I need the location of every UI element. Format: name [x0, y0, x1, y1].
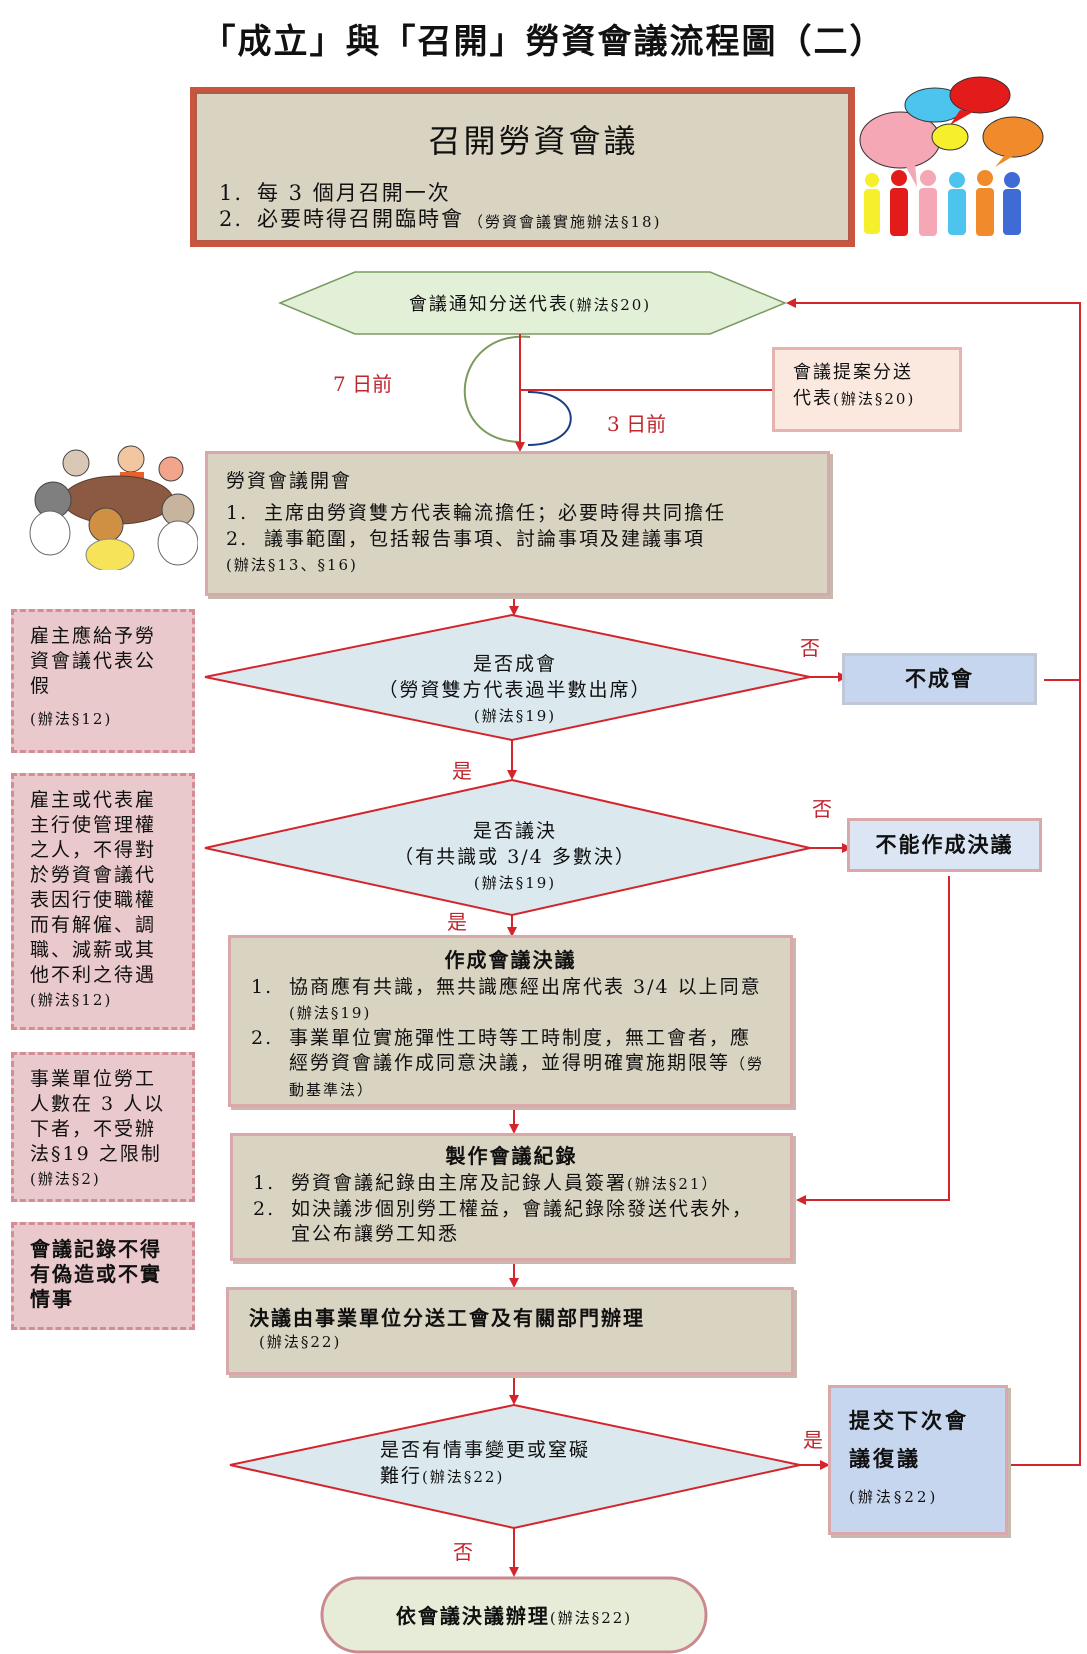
- resolution-item1-ref: (辦法§19): [289, 1004, 372, 1022]
- note-protection-text: 雇主或代表雇主行使管理權之人，不得對於勞資會議代表因行使職權而有解僱、調職、減薪…: [30, 789, 157, 986]
- resolution-item2-ref: （勞動基準法）: [289, 1055, 765, 1099]
- seven-day-label: 7 日前: [333, 372, 393, 396]
- change-line1: 是否有情事變更或窒礙: [380, 1439, 591, 1461]
- note-exemption: 事業單位勞工人數在 3 人以下者，不受辦法§19 之限制 (辦法§2): [11, 1052, 195, 1202]
- change-yes-label: 是: [803, 1428, 823, 1452]
- meeting-ref: (辦法§13、§16): [226, 556, 358, 574]
- final-ref: (辦法§22): [549, 1609, 633, 1627]
- three-day-arc: [527, 391, 572, 446]
- final-oval: [320, 1576, 708, 1654]
- minutes-heading: 製作會議紀錄: [445, 1144, 578, 1168]
- dispatch-box: 決議由事業單位分送工會及有關部門辦理 (辦法§22): [226, 1287, 794, 1375]
- resolve-line1: 是否議決: [472, 820, 557, 842]
- change-line2: 難行: [380, 1465, 423, 1487]
- notice-text: 會議通知分送代表(辦法§20): [330, 290, 730, 316]
- quorum-no-label: 否: [800, 636, 820, 660]
- meeting-box: 勞資會議開會 1. 主席由勞資雙方代表輪流擔任；必要時得共同擔任 2. 議事範圍，包…: [205, 451, 830, 596]
- top-item2: 必要時得召開臨時會: [257, 207, 464, 231]
- quorum-yes-label: 是: [452, 759, 472, 783]
- minutes-item2-num: 2.: [253, 1198, 276, 1220]
- minutes-item1-num: 1.: [253, 1172, 276, 1194]
- final-text: 依會議決議辦理(辦法§22): [322, 1600, 706, 1629]
- resolution-item2: 事業單位實施彈性工時等工時制度，無工會者，應經勞資會議作成同意決議，並得明確實施…: [289, 1027, 752, 1074]
- quorum-ref: (辦法§19): [473, 707, 557, 725]
- resolve-ref: (辦法§19): [473, 874, 557, 892]
- meeting-item1-num: 1.: [226, 502, 249, 524]
- resolve-text: 是否議決 （有共識或 3/4 多數決） (辦法§19): [345, 818, 685, 896]
- minutes-item1-ref: (辦法§21）: [627, 1175, 719, 1193]
- note-protection-ref: (辦法§12): [30, 991, 113, 1009]
- meeting-item1: 主席由勞資雙方代表輪流擔任；必要時得共同擔任: [264, 502, 727, 524]
- meeting-heading: 勞資會議開會: [226, 470, 353, 492]
- quorum-text: 是否成會 （勞資雙方代表過半數出席） (辦法§19): [330, 651, 700, 729]
- resolve-no-label: 否: [812, 797, 832, 821]
- note-leave-ref: (辦法§12): [30, 710, 113, 728]
- change-no-label: 否: [453, 1540, 473, 1564]
- proposal-line2: 代表: [793, 388, 833, 409]
- minutes-item2: 如決議涉個別勞工權益，會議紀錄除發送代表外，宜公布讓勞工知悉: [291, 1198, 754, 1245]
- quorum-line2: （勞資雙方代表過半數出席）: [378, 679, 652, 701]
- next-meeting-ref: (辦法§22): [849, 1488, 939, 1506]
- top-info-box: 召開勞資會議 1. 每 3 個月召開一次 2. 必要時得召開臨時會 （勞資會議實…: [190, 87, 855, 247]
- resolution-item1-num: 1.: [251, 976, 274, 998]
- meeting-item2-num: 2.: [226, 528, 249, 550]
- note-exemption-ref: (辦法§2): [30, 1170, 101, 1188]
- notice-ref: (辦法§20): [568, 296, 652, 314]
- note-honesty-text: 會議記錄不得有偽造或不實情事: [30, 1237, 162, 1311]
- next-meeting-line1: 提交下次會: [849, 1408, 969, 1433]
- resolution-box: 作成會議決議 1. 協商應有共識，無共識應經出席代表 3/4 以上同意 (辦法§19…: [228, 935, 793, 1107]
- note-protection: 雇主或代表雇主行使管理權之人，不得對於勞資會議代表因行使職權而有解僱、調職、減薪…: [11, 773, 195, 1030]
- no-resolution-label: 不能作成決議: [875, 832, 1014, 857]
- no-resolution-box: 不能作成決議: [847, 818, 1042, 872]
- change-ref: (辦法§22): [422, 1468, 505, 1486]
- top-item1: 每 3 個月召開一次: [257, 181, 451, 205]
- no-quorum-label: 不成會: [905, 666, 974, 691]
- note-exemption-text: 事業單位勞工人數在 3 人以下者，不受辦法§19 之限制: [30, 1068, 166, 1165]
- note-leave: 雇主應給予勞資會議代表公假 (辦法§12): [11, 609, 195, 753]
- three-day-label: 3 日前: [607, 412, 667, 436]
- proposal-line1: 會議提案分送: [793, 362, 913, 383]
- minutes-box: 製作會議紀錄 1. 勞資會議紀錄由主席及記錄人員簽署(辦法§21） 2. 如決議涉個…: [230, 1133, 793, 1261]
- minutes-item1: 勞資會議紀錄由主席及記錄人員簽署: [291, 1172, 628, 1194]
- note-honesty: 會議記錄不得有偽造或不實情事: [11, 1222, 195, 1330]
- dispatch-text: 決議由事業單位分送工會及有關部門辦理: [249, 1306, 645, 1330]
- resolve-line2: （有共識或 3/4 多數決）: [394, 846, 636, 868]
- resolve-yes-label: 是: [447, 910, 467, 934]
- note-leave-text: 雇主應給予勞資會議代表公假: [30, 625, 157, 697]
- page-title: 「成立」與「召開」勞資會議流程圖（二）: [201, 22, 886, 62]
- final-label: 依會議決議辦理: [395, 1604, 550, 1628]
- proposal-box: 會議提案分送 代表(辦法§20): [772, 347, 962, 432]
- top-item2-ref: （勞資會議實施辦法§18): [468, 213, 662, 231]
- quorum-line1: 是否成會: [472, 653, 557, 675]
- meeting-table-people-icon: [29, 445, 198, 570]
- resolution-item1: 協商應有共識，無共識應經出席代表 3/4 以上同意: [289, 976, 762, 998]
- dispatch-ref: (辦法§22): [259, 1333, 342, 1351]
- proposal-ref: (辦法§20): [833, 390, 916, 408]
- notice-label: 會議通知分送代表: [408, 294, 569, 315]
- no-quorum-box: 不成會: [842, 653, 1037, 705]
- notice-hexagon: [278, 271, 787, 335]
- seven-day-arc: [463, 335, 531, 443]
- speech-bubbles-people-icon: [859, 76, 1044, 236]
- meeting-item2: 議事範圍，包括報告事項、討論事項及建議事項: [264, 528, 706, 550]
- top-item2-num: 2.: [219, 207, 244, 231]
- resolution-item2-num: 2.: [251, 1027, 274, 1049]
- next-meeting-box: 提交下次會 議復議 (辦法§22): [828, 1385, 1008, 1535]
- top-item1-num: 1.: [219, 181, 244, 205]
- top-heading: 召開勞資會議: [428, 122, 639, 160]
- next-meeting-line2: 議復議: [849, 1446, 921, 1471]
- resolution-heading: 作成會議決議: [444, 948, 577, 972]
- change-text: 是否有情事變更或窒礙 難行(辦法§22): [380, 1437, 650, 1490]
